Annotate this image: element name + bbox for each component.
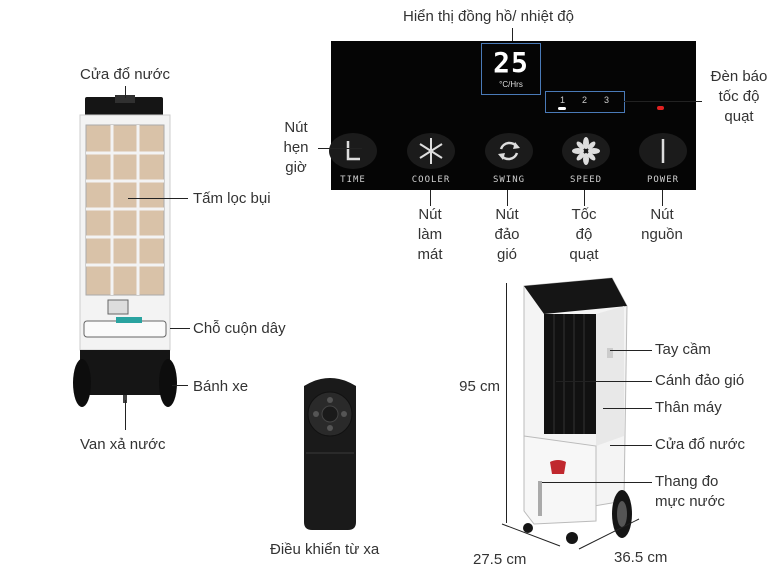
front-unit bbox=[73, 95, 177, 407]
swing-leader bbox=[507, 190, 508, 206]
timer-button-label: TIME bbox=[340, 175, 366, 185]
display-leader bbox=[512, 28, 513, 46]
display-unit: °C/Hrs bbox=[499, 80, 523, 89]
depth-dimension-line bbox=[501, 523, 561, 547]
height-dimension-line bbox=[506, 283, 507, 523]
louvers-label: Cánh đảo gió bbox=[655, 372, 745, 389]
wheels-label: Bánh xe bbox=[193, 378, 249, 395]
speed-level-3: 3 bbox=[604, 95, 610, 105]
remote-control bbox=[304, 378, 356, 530]
power-icon bbox=[639, 133, 687, 169]
power-led bbox=[657, 106, 664, 110]
speed-indicator-box: 1 2 3 bbox=[545, 91, 625, 113]
swing-button[interactable]: SWING bbox=[479, 131, 539, 185]
width-dimension-line bbox=[578, 518, 640, 550]
snowflake-icon bbox=[407, 133, 455, 169]
speed-button-label: SPEED bbox=[569, 175, 603, 185]
body-label: Thân máy bbox=[655, 399, 722, 416]
dust-filter-leader bbox=[128, 198, 188, 199]
speed-level-1: 1 bbox=[560, 95, 566, 105]
fan-icon bbox=[562, 133, 610, 169]
swing-icon bbox=[485, 133, 533, 169]
side-unit bbox=[523, 277, 632, 544]
power-button-label: POWER bbox=[646, 175, 680, 185]
handle-leader bbox=[610, 350, 652, 351]
led-display: 25 °C/Hrs bbox=[481, 43, 541, 95]
cooler-button[interactable]: COOLER bbox=[401, 131, 461, 185]
remote-label: Điều khiển từ xa bbox=[270, 541, 380, 558]
display-digits: 25 bbox=[493, 46, 529, 79]
width-label: 36.5 cm bbox=[614, 549, 668, 566]
drain-valve-label: Van xả nước bbox=[80, 436, 166, 453]
fan-speed-leader bbox=[584, 190, 585, 206]
wheels-leader bbox=[172, 385, 188, 386]
cooler-button-label: COOLER bbox=[411, 175, 451, 185]
cool-leader bbox=[430, 190, 431, 206]
speed-level-2: 2 bbox=[582, 95, 588, 105]
power-button[interactable]: POWER bbox=[633, 131, 693, 185]
speed-led bbox=[558, 107, 566, 110]
power-leader bbox=[662, 190, 663, 206]
dust-filter-label: Tấm lọc bụi bbox=[193, 190, 271, 207]
cord-holder-label: Chỗ cuộn dây bbox=[193, 320, 286, 337]
water-gauge-leader bbox=[542, 482, 652, 483]
timer-icon bbox=[329, 133, 377, 169]
timer-leader bbox=[318, 148, 362, 149]
cord-holder-leader bbox=[170, 328, 190, 329]
speed-button[interactable]: SPEED bbox=[556, 131, 616, 185]
water-inlet-top-leader bbox=[125, 86, 126, 98]
swing-button-label: SWING bbox=[492, 175, 526, 185]
water-inlet-side-label: Cửa đổ nước bbox=[655, 436, 745, 453]
display-label: Hiển thị đồng hồ/ nhiệt độ bbox=[403, 8, 574, 25]
body-leader bbox=[603, 408, 652, 409]
height-label: 95 cm bbox=[459, 378, 500, 395]
louvers-leader bbox=[556, 381, 652, 382]
handle-label: Tay cầm bbox=[655, 341, 711, 358]
timer-button[interactable]: TIME bbox=[323, 131, 383, 185]
water-inlet-top-label: Cửa đổ nước bbox=[80, 66, 170, 83]
water-inlet-side-leader bbox=[610, 445, 652, 446]
control-panel: 25 °C/Hrs 1 2 3 TIME COOLER bbox=[329, 41, 696, 190]
depth-label: 27.5 cm bbox=[473, 551, 527, 568]
drain-valve-leader bbox=[125, 400, 126, 430]
speed-indicator-leader bbox=[624, 101, 702, 102]
